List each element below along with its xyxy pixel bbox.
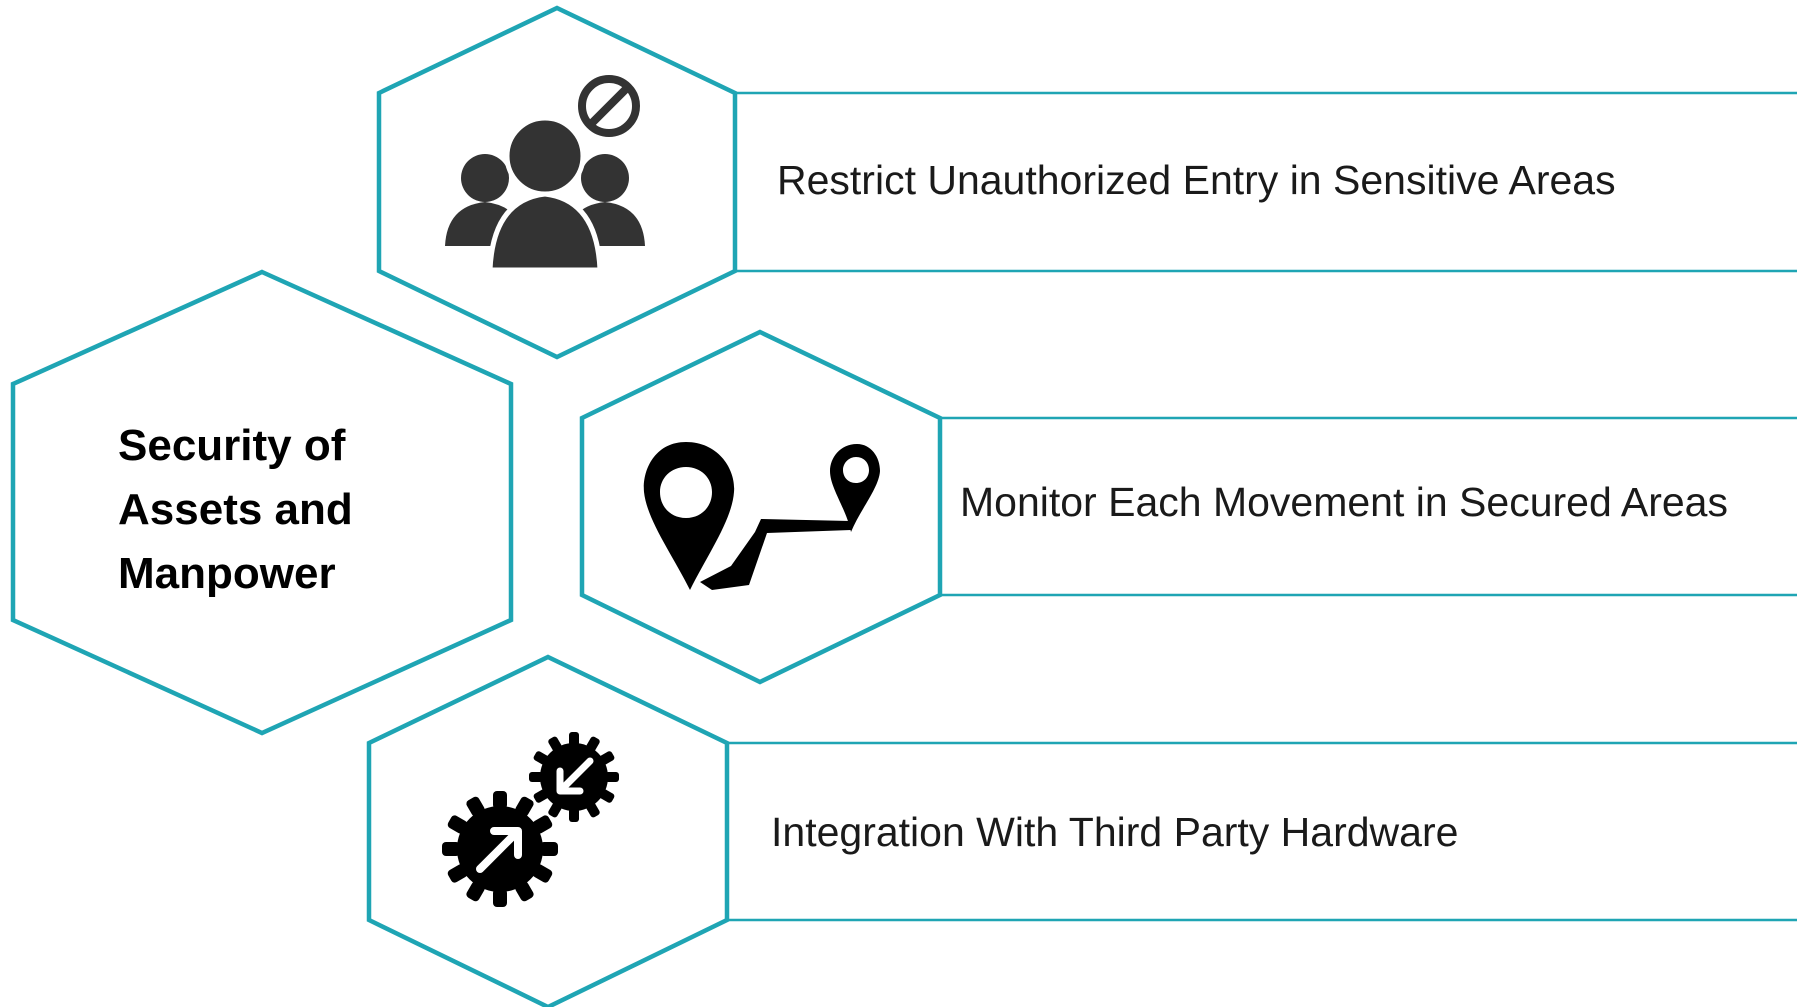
- feature-label-restrict-entry: Restrict Unauthorized Entry in Sensitive…: [777, 157, 1616, 203]
- location-route-icon: [643, 442, 880, 590]
- hexagon-feature-3: [366, 654, 730, 1007]
- gears-integration-icon: [442, 732, 619, 907]
- hexagon-center: [10, 269, 514, 736]
- hexagon-feature-2: [579, 329, 943, 685]
- restricted-users-icon: [445, 75, 645, 273]
- center-title-line-3: Manpower: [118, 549, 336, 598]
- center-title: Security of Assets and Manpower: [118, 414, 438, 606]
- feature-label-integration: Integration With Third Party Hardware: [771, 809, 1459, 855]
- feature-label-monitor-movement: Monitor Each Movement in Secured Areas: [960, 479, 1728, 525]
- center-title-line-1: Security of: [118, 421, 346, 470]
- center-title-line-2: Assets and: [118, 485, 353, 534]
